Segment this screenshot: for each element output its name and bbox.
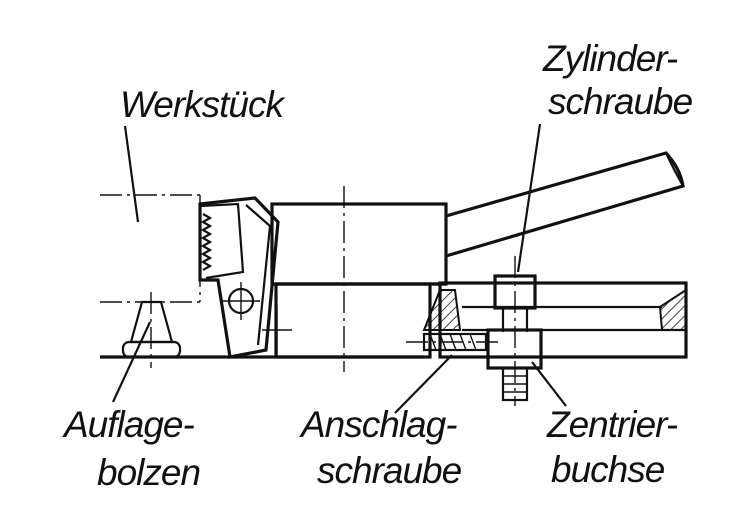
label-support-bolt-line2: bolzen [97,452,200,493]
clamping-jaw [198,196,292,359]
workpiece-outline [100,194,201,303]
pivot-pin [222,282,260,320]
leader-cap-screw [516,123,542,273]
label-stop-screw-line2: schraube [317,450,462,491]
leader-workpiece [123,125,140,223]
leader-lines [112,123,567,414]
label-stop-screw-line1: Anschlag- [299,404,457,445]
label-workpiece: Werkstück [120,84,287,125]
leader-centering-sleeve [531,361,567,407]
label-centering-sleeve-line2: buchse [551,449,665,490]
leader-support-bolt [112,321,151,403]
clamp-body [270,186,448,372]
label-cap-screw-line2: schraube [548,81,693,122]
stop-screw [406,332,500,352]
label-centering-sleeve-line1: Zentrier- [546,404,678,445]
label-support-bolt-line1: Auflage- [62,404,194,445]
label-cap-screw-line1: Zylinder- [542,38,678,79]
base-plate-section [422,281,688,359]
leader-stop-screw [394,354,453,414]
support-bolt [121,292,182,368]
centering-sleeve [486,328,543,402]
lever-arm [445,151,685,258]
